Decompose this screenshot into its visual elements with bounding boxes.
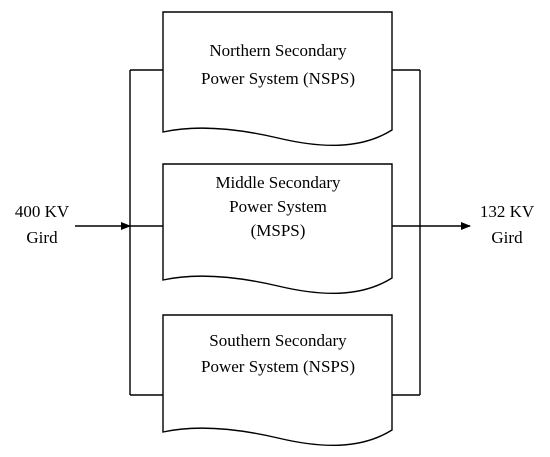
northern-block-label-line2: Power System (NSPS) xyxy=(201,69,355,88)
northern-block-label-line1: Northern Secondary xyxy=(209,41,347,60)
southern-block xyxy=(162,314,393,447)
middle-block-label-line3: (MSPS) xyxy=(251,221,306,240)
middle-block xyxy=(162,163,393,295)
input-label-line1: 400 KV xyxy=(15,202,70,221)
northern-block xyxy=(162,11,393,147)
southern-block-label-line1: Southern Secondary xyxy=(209,331,347,350)
middle-block-label-line2: Power System xyxy=(229,197,327,216)
southern-block-label-line2: Power System (NSPS) xyxy=(201,357,355,376)
input-label-line2: Gird xyxy=(26,228,58,247)
output-label-line2: Gird xyxy=(491,228,523,247)
output-label-line1: 132 KV xyxy=(480,202,535,221)
middle-block-label-line1: Middle Secondary xyxy=(215,173,341,192)
